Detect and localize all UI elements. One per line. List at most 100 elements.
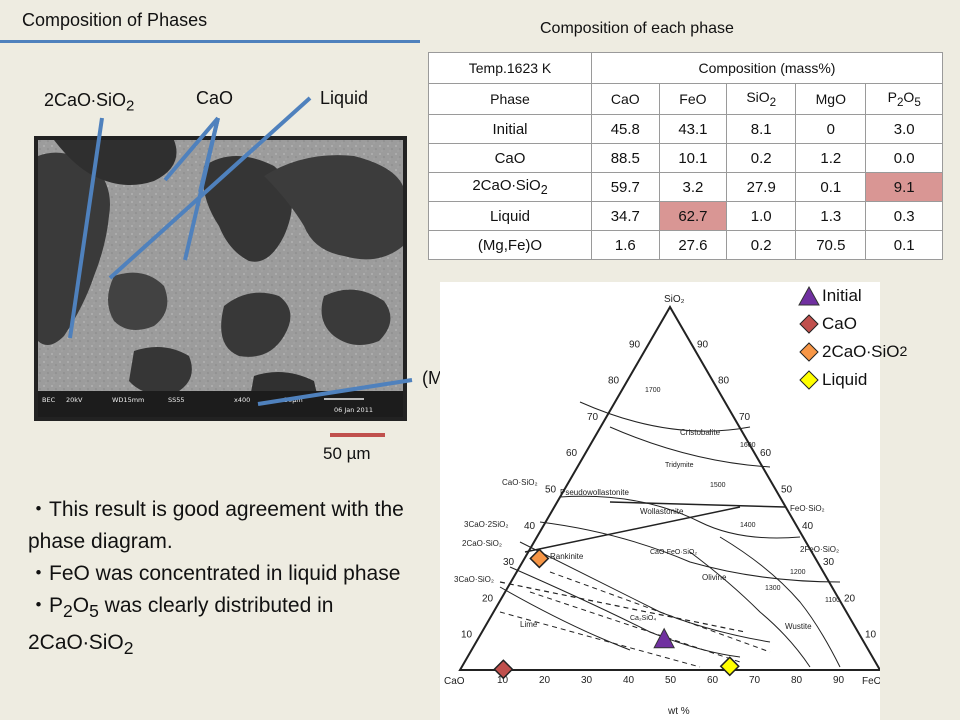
tick-label-right: 90: [697, 339, 709, 350]
value-cell: 1.0: [726, 201, 797, 231]
tick-label-bottom: 70: [749, 675, 761, 686]
notes: ・This result is good agreement with the …: [28, 494, 438, 664]
tick-label-bottom: 50: [665, 675, 677, 686]
dashed-isotherm: [549, 571, 771, 653]
compound-label: 2FeO·SiO₂: [800, 545, 839, 554]
isotherm-label: 1500: [710, 482, 726, 489]
isotherm-label: 1100: [825, 597, 840, 604]
page-title: Composition of Phases: [22, 10, 208, 30]
tick-label-bottom: 30: [581, 675, 593, 686]
highlighted-value-cell: 62.7: [658, 201, 728, 231]
label-c2s: 2CaO∙SiO2: [44, 90, 135, 115]
phase-cell: CaO: [428, 143, 592, 173]
region-label: Wollastonite: [640, 507, 684, 516]
scale-label: 50 µm: [323, 444, 371, 463]
boundary-curve: [689, 551, 811, 668]
col-cao: CaO: [591, 83, 660, 115]
col-mgo: MgO: [795, 83, 867, 115]
isotherm-label: 1300: [765, 585, 781, 592]
region-label: Lime: [520, 620, 538, 629]
value-cell: 27.9: [726, 172, 797, 202]
boundary-curve: [579, 401, 751, 432]
diamond-marker-icon: [799, 342, 819, 362]
value-cell: 1.3: [795, 201, 867, 231]
phase-cell: Initial: [428, 114, 592, 144]
diamond-marker-icon: [799, 370, 819, 390]
composition-header: Composition (mass%): [591, 52, 943, 84]
compound-label: CaO·FeO·SiO₂: [650, 549, 697, 556]
legend-item-initial: Initial: [798, 282, 907, 310]
value-cell: 43.1: [658, 114, 728, 144]
compound-label: FeO·SiO₂: [790, 504, 825, 513]
dashed-isotherm: [499, 611, 701, 668]
tick-label-left: 50: [545, 485, 557, 496]
region-label: Pseudowollastonite: [560, 488, 629, 497]
tick-label-bottom: 90: [833, 675, 845, 686]
tick-label-right: 60: [760, 448, 772, 459]
tick-label-left: 80: [608, 376, 620, 387]
point-c2s: [529, 548, 550, 569]
tick-label-left: 30: [503, 557, 515, 568]
value-cell: 34.7: [591, 201, 660, 231]
composition-table: Temp.1623 K Composition (mass%) Phase Ca…: [428, 52, 943, 260]
boundary-curve: [559, 495, 801, 539]
grain: [321, 289, 391, 345]
isotherm-label: 1700: [645, 387, 661, 394]
region-label: Ca₂SiO₄: [630, 615, 656, 622]
compound-label: 3CaO·2SiO₂: [464, 520, 508, 529]
isotherm-label: 1600: [740, 442, 756, 449]
sem-wd: WD15mm: [112, 396, 144, 404]
value-cell: 0.3: [865, 201, 943, 231]
triangle-outline: [458, 305, 880, 671]
tick-label-right: 10: [865, 630, 877, 641]
value-cell: 1.2: [795, 143, 867, 173]
region-label: Wustite: [785, 622, 812, 631]
table-row: 2CaO∙SiO2 59.7 3.2 27.9 0.1 9.1: [428, 172, 943, 202]
table-row: Initial 45.8 43.1 8.1 0 3.0: [428, 114, 943, 144]
sem-kv: 20kV: [66, 396, 83, 404]
tie-line: [499, 581, 746, 633]
table-row: (Mg,Fe)O 1.6 27.6 0.2 70.5 0.1: [428, 230, 943, 260]
value-cell: 88.5: [591, 143, 660, 173]
tick-label-right: 40: [802, 521, 814, 532]
grain: [129, 347, 192, 395]
sem-scale: 50µm: [284, 396, 303, 404]
value-cell: 0.1: [865, 230, 943, 260]
label-cao: CaO: [196, 88, 234, 108]
boundary-curve: [519, 541, 771, 643]
tick-label-right: 50: [781, 485, 793, 496]
tie-line: [609, 501, 786, 508]
value-cell: 45.8: [591, 114, 660, 144]
tick-label-right: 70: [739, 412, 751, 423]
tick-label-left: 90: [629, 339, 641, 350]
boundary-curve: [609, 426, 771, 468]
value-cell: 1.6: [591, 230, 660, 260]
sem-date: 06 Jan 2011: [334, 406, 373, 414]
table-column-row: Phase CaO FeO SiO2 MgO P2O5: [428, 83, 943, 115]
dashed-isotherm: [529, 591, 741, 663]
diamond-marker-icon: [799, 314, 819, 334]
tie-line: [524, 506, 741, 553]
col-feo: FeO: [658, 83, 728, 115]
legend-item-cao: CaO: [798, 310, 907, 338]
title-underline: [0, 40, 420, 43]
value-cell: 8.1: [726, 114, 797, 144]
point-liquid: [719, 656, 740, 677]
note-2: ・FeO was concentrated in liquid phase: [28, 562, 401, 585]
boundary-curve: [499, 586, 631, 651]
value-cell: 0: [795, 114, 867, 144]
scale-bar: [330, 433, 385, 437]
compound-label: 2CaO·SiO₂: [462, 539, 502, 548]
tick-label-left: 40: [524, 521, 536, 532]
sem-mag: x400: [234, 396, 250, 404]
value-cell: 0.1: [795, 172, 867, 202]
boundary-curve: [509, 566, 741, 658]
value-cell: 0.2: [726, 230, 797, 260]
note-1: ・This result is good agreement with the …: [28, 498, 404, 553]
tick-label-bottom: 40: [623, 675, 635, 686]
axis-label: wt %: [667, 706, 690, 717]
tick-label-bottom: 20: [539, 675, 551, 686]
triangle-marker-icon: [798, 285, 820, 306]
value-cell: 27.6: [658, 230, 728, 260]
